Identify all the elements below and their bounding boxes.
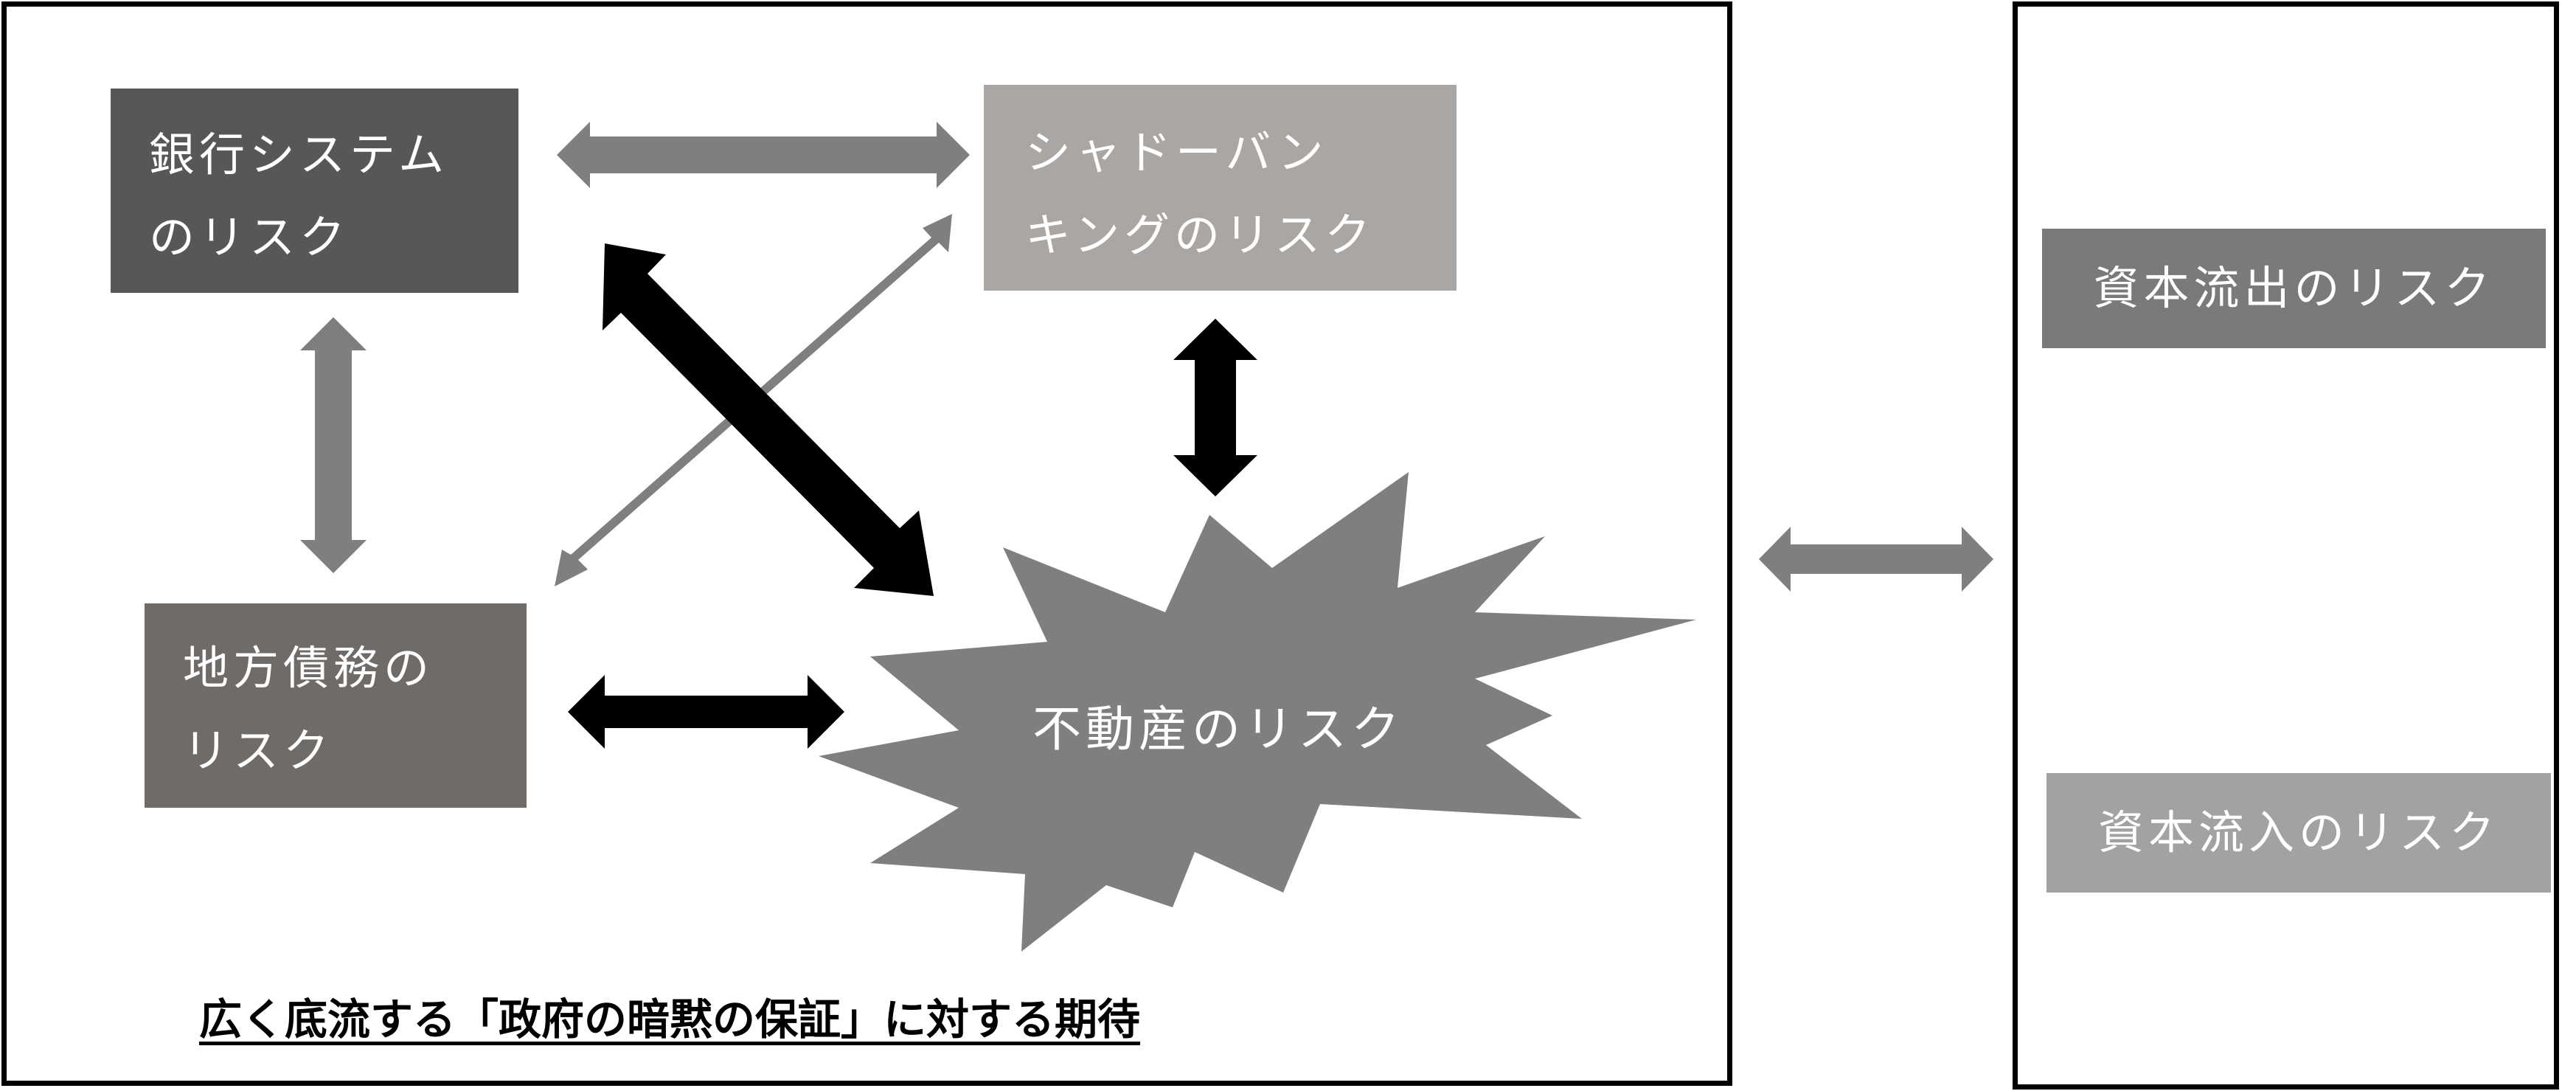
arrow-bank-property: [603, 243, 934, 596]
capital-outflow-label: 資本流出のリスク: [2093, 261, 2495, 315]
shadow-banking-line2: キングのリスク: [1025, 208, 1375, 262]
arrow-bank-local: [300, 317, 367, 573]
arrow-local-property: [568, 675, 844, 749]
arrow-domestic-capital: [1759, 527, 1993, 592]
arrow-bank-shadow: [557, 122, 970, 188]
capital-outflow-risk-box: 資本流出のリスク: [2042, 229, 2546, 348]
property-burst-shape: [819, 472, 1696, 952]
capital-inflow-label: 資本流入のリスク: [2097, 806, 2499, 859]
property-risk-label: 不動産のリスク: [1032, 701, 1404, 758]
bank-risk-box: 銀行システム のリスク: [111, 89, 518, 293]
side-frame: [2013, 1, 2559, 1090]
local-debt-line2: リスク: [183, 724, 334, 777]
arrow-shadow-property: [1173, 319, 1257, 496]
implicit-guarantee-caption: 広く底流する「政府の暗黙の保証」に対する期待: [199, 994, 1141, 1045]
shadow-banking-risk-box: シャドーバン キングのリスク: [984, 85, 1457, 291]
local-debt-risk-box: 地方債務の リスク: [145, 603, 527, 808]
local-debt-line1: 地方債務の: [183, 641, 434, 695]
capital-inflow-risk-box: 資本流入のリスク: [2046, 773, 2551, 893]
bank-risk-line1: 銀行システム: [149, 128, 449, 181]
shadow-banking-line1: シャドーバン: [1025, 125, 1328, 179]
bank-risk-line2: のリスク: [149, 210, 350, 264]
